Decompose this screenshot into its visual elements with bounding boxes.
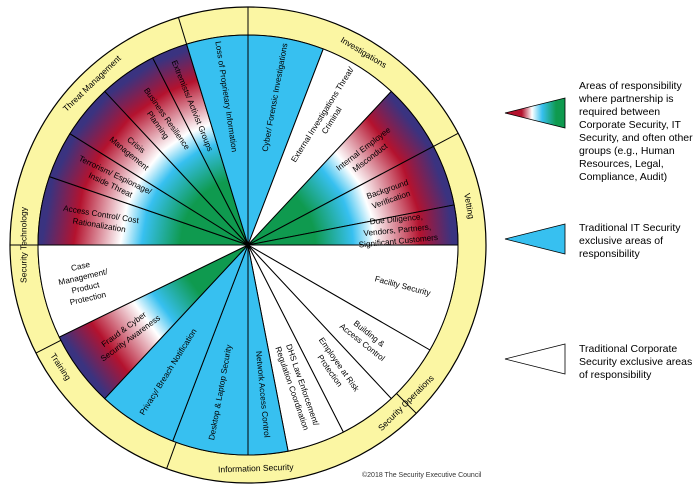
legend-swatch-white bbox=[504, 343, 566, 375]
ring-divider bbox=[35, 339, 62, 354]
copyright-notice: ©2018 The Security Executive Council bbox=[362, 472, 482, 479]
category-label-information-security: Information Security bbox=[218, 462, 295, 475]
ring-divider bbox=[396, 393, 417, 414]
segment-wedge-facility-security bbox=[246, 244, 459, 351]
legend-corporate-text: Traditional Corporate Security exclusive… bbox=[579, 343, 693, 381]
category-label-security-technology: Security Technology bbox=[18, 206, 28, 283]
segment-wedge-loss-of-proprietary-information bbox=[185, 34, 249, 246]
ring-divider bbox=[166, 442, 177, 469]
category-label-vetting: Vetting bbox=[462, 192, 476, 220]
segment-pie bbox=[37, 34, 459, 456]
segment-label-line: Case bbox=[70, 260, 91, 273]
legend bbox=[504, 97, 566, 375]
legend-shared-text: Areas of responsibility where partnershi… bbox=[579, 80, 693, 183]
ring-divider bbox=[177, 17, 188, 45]
ring-divider bbox=[433, 132, 459, 147]
legend-swatch-shared bbox=[504, 97, 566, 129]
legend-it-text: Traditional IT Security exclusive areas … bbox=[579, 222, 681, 260]
legend-swatch-blue bbox=[504, 223, 566, 255]
